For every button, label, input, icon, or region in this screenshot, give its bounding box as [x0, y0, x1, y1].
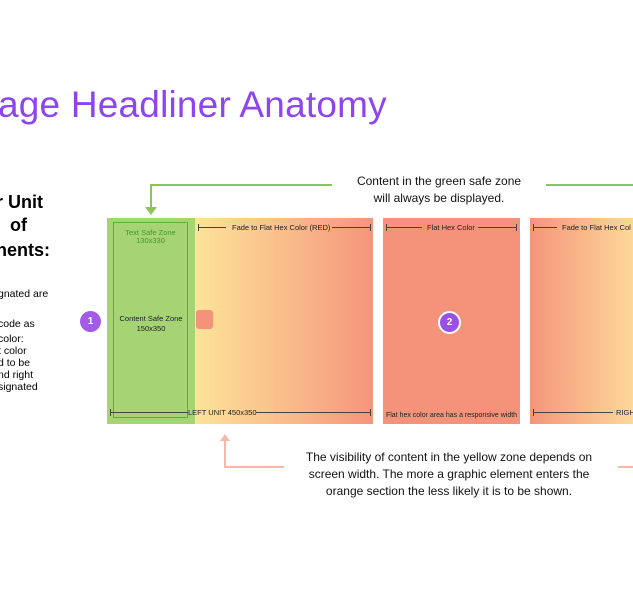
- side-text-line-1: gnated are: [0, 288, 49, 300]
- yellow-callout-line-3: orange section the less likely it is to …: [325, 484, 573, 498]
- pink-connector-vertical: [224, 440, 226, 468]
- side-heading-line-1: r Unit: [0, 192, 43, 212]
- content-safe-zone-size: 150x350: [136, 324, 166, 333]
- side-text-line-3: color:: [0, 333, 24, 345]
- left-unit-dim-line-right: [256, 412, 370, 413]
- pink-connector-right: [618, 466, 633, 468]
- text-safe-zone: [113, 222, 188, 418]
- text-safe-zone-size: 130x330: [136, 236, 165, 245]
- side-text-line-4: t color: [0, 345, 27, 357]
- right-unit-label: RIGH: [616, 408, 633, 417]
- pink-connector-horizontal: [224, 466, 284, 468]
- green-zone-callout: Content in the green safe zone will alwa…: [334, 173, 544, 207]
- flat-dim-tick-right: [516, 224, 517, 231]
- side-heading-line-2: of: [10, 215, 27, 235]
- content-safe-zone: [107, 218, 195, 424]
- left-unit-dim-tick-right: [370, 409, 371, 416]
- badge-1: 1: [80, 311, 101, 332]
- fade-dim-line-left: [198, 227, 226, 228]
- side-text-line-5: d to be: [0, 357, 31, 369]
- fade-dim-tick-right: [370, 224, 371, 231]
- content-safe-zone-label: Content Safe Zone: [119, 314, 183, 323]
- side-text-line-2: code as: [0, 318, 35, 330]
- right-fade-dim-line: [533, 227, 557, 228]
- flat-dim-line-right: [478, 227, 516, 228]
- green-callout-line-1: Content in the green safe zone: [356, 174, 522, 188]
- green-connector-horizontal: [150, 184, 332, 186]
- left-unit-dim-line-left: [110, 412, 188, 413]
- green-arrow-icon: [145, 207, 157, 215]
- flat-color-swatch: [196, 310, 213, 329]
- green-connector-right: [546, 184, 633, 186]
- pink-arrow-icon: [220, 434, 230, 441]
- flat-hex-footer: Flat hex color area has a responsive wid…: [385, 412, 518, 419]
- side-text-line-7: signated: [0, 381, 38, 393]
- green-connector-vertical: [150, 184, 152, 208]
- badge-2: 2: [438, 311, 461, 334]
- left-unit-label: LEFT UNIT 450x350: [188, 408, 257, 417]
- right-unit-panel: [530, 218, 633, 424]
- side-heading-line-3: nents:: [0, 240, 50, 260]
- fade-red-label: Fade to Flat Hex Color (RED): [232, 223, 331, 232]
- side-text-line-6: nd right: [0, 369, 34, 381]
- fade-dim-line-right: [332, 227, 370, 228]
- green-callout-line-2: will always be displayed.: [373, 191, 505, 205]
- yellow-zone-callout: The visibility of content in the yellow …: [284, 449, 614, 500]
- flat-hex-label: Flat Hex Color: [427, 223, 475, 232]
- right-fade-label: Fade to Flat Hex Col: [562, 223, 631, 232]
- yellow-callout-line-1: The visibility of content in the yellow …: [305, 450, 593, 464]
- flat-dim-line-left: [386, 227, 422, 228]
- yellow-callout-line-2: screen width. The more a graphic element…: [308, 467, 590, 481]
- right-unit-dim-line: [533, 412, 613, 413]
- page-title: age Headliner Anatomy: [0, 84, 387, 125]
- text-safe-zone-label: Text Safe Zone: [125, 228, 176, 237]
